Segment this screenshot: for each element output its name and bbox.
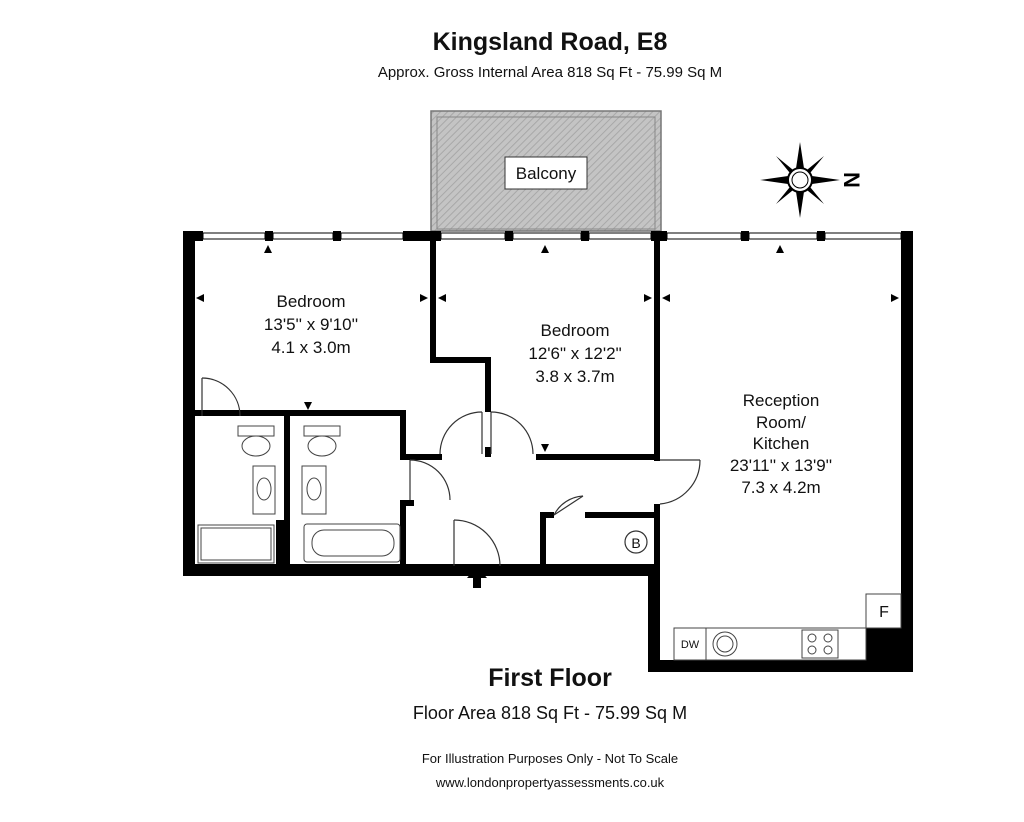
floor-area: Floor Area 818 Sq Ft - 75.99 Sq M	[412, 703, 688, 723]
bedroom1-metric: 4.1 x 3.0m	[271, 338, 350, 357]
doors	[201, 377, 701, 567]
bedroom1-imperial: 13'5'' x 9'10''	[264, 315, 358, 334]
compass-icon	[760, 142, 840, 218]
reception-name-line2: Room/	[756, 413, 806, 432]
plan-subtitle: Approx. Gross Internal Area 818 Sq Ft - …	[377, 64, 723, 81]
reception-name-line1: Reception	[743, 391, 820, 410]
bedroom2-metric: 3.8 x 3.7m	[535, 367, 614, 386]
bedroom2-imperial: 12'6" x 12'2"	[528, 344, 621, 363]
reception-imperial: 23'11'' x 13'9''	[730, 456, 832, 475]
floor-name: First Floor	[488, 664, 612, 692]
bedroom1-name: Bedroom	[277, 292, 346, 311]
boiler-label: B	[631, 535, 640, 551]
room-labels: Bedroom 13'5'' x 9'10'' 4.1 x 3.0m Bedro…	[264, 292, 832, 497]
dishwasher-label: DW	[681, 639, 700, 651]
compass-north-label: N	[839, 172, 864, 188]
plan-title: Kingsland Road, E8	[432, 28, 668, 56]
balcony-label: Balcony	[516, 164, 577, 183]
bathroom-fixtures	[197, 425, 401, 564]
boiler-icon: B	[624, 530, 648, 554]
fridge-label: F	[879, 604, 889, 621]
reception-name-line3: Kitchen	[753, 434, 810, 453]
rooms	[183, 231, 913, 672]
kitchen-units: DW F	[673, 593, 902, 661]
reception-metric: 7.3 x 4.2m	[741, 478, 820, 497]
disclaimer: For Illustration Purposes Only - Not To …	[421, 751, 679, 766]
website-link[interactable]: www.londonpropertyassessments.co.uk	[435, 775, 665, 790]
balcony: Balcony	[430, 110, 662, 232]
bedroom2-name: Bedroom	[541, 321, 610, 340]
entrance-arrow-icon	[467, 566, 487, 588]
